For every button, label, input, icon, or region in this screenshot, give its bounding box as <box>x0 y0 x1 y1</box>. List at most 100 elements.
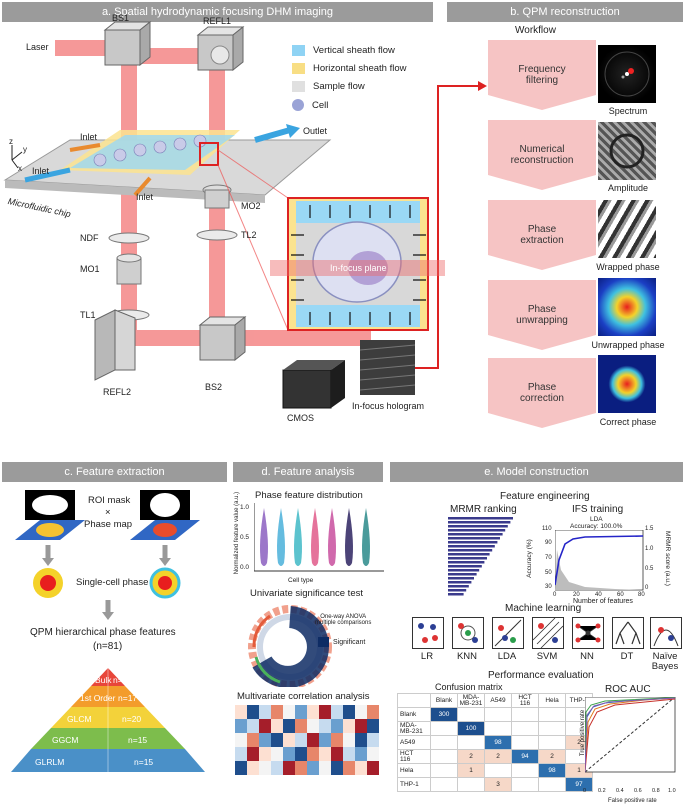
cm-cell <box>430 763 458 778</box>
violin-title: Phase feature distribution <box>255 490 363 501</box>
ifs-ylabel: Accuracy (%) <box>525 539 533 578</box>
heatmap-cell <box>307 719 319 733</box>
heatmap-cell <box>259 747 271 761</box>
cm-row-header: THP-1 <box>397 777 431 792</box>
violin-1 <box>260 508 268 566</box>
multivariate-title: Multivariate correlation analysis <box>237 691 370 702</box>
significant-legend: Significant <box>318 637 365 647</box>
legend-sample: Sample flow <box>292 81 365 92</box>
pyr-first-n: n=17 <box>118 693 138 703</box>
heatmap-cell <box>247 761 259 775</box>
cm-cell <box>511 735 539 750</box>
axis-x-label: x <box>18 164 22 173</box>
heatmap-cell <box>295 733 307 747</box>
model-knn: KNN <box>456 651 478 662</box>
cm-cell: 3 <box>484 777 512 792</box>
heatmap-cell <box>319 733 331 747</box>
ndf-label: NDF <box>80 233 99 243</box>
cm-corner <box>397 693 431 708</box>
panel-c-header: c. Feature extraction <box>2 462 227 482</box>
cm-cell <box>511 721 539 736</box>
ifs-title: IFS training <box>572 504 624 515</box>
violin-axes <box>254 503 384 572</box>
pyr-bulk-name: Bulk <box>95 675 112 685</box>
heatmap-cell <box>367 705 379 719</box>
cm-cell: 98 <box>538 763 566 778</box>
heatmap-cell <box>259 719 271 733</box>
heatmap-cell <box>283 719 295 733</box>
phase-map-label: Phase map <box>84 519 133 530</box>
ifs-ytick-30: 30 <box>545 584 552 590</box>
heatmap-cell <box>247 747 259 761</box>
axes-icon <box>11 145 23 169</box>
cm-cell: 97 <box>565 777 593 792</box>
ifs-ytick-110: 110 <box>542 526 552 532</box>
bs2-label: BS2 <box>205 382 223 392</box>
roc-chart <box>585 697 676 773</box>
outlet-label: Outlet <box>303 126 328 136</box>
cm-cell <box>538 721 566 736</box>
roc-title: ROC AUC <box>605 684 651 695</box>
pyr-ggcm-n: n=15 <box>128 735 148 745</box>
pyr-glcm-n: n=20 <box>122 714 142 724</box>
violin-xlabel: Cell type <box>288 577 314 584</box>
heatmap-cell <box>235 733 247 747</box>
ifs-xtick-0: 0 <box>553 592 557 598</box>
cmos-camera <box>282 360 345 409</box>
nn-icon <box>572 617 604 649</box>
heatmap-cell <box>343 719 355 733</box>
cm-cell <box>538 707 566 722</box>
lda-icon <box>492 617 524 649</box>
roi-mask-label: ROI mask <box>88 495 131 506</box>
violin-tick-0: 0.0 <box>240 564 250 571</box>
violin-5 <box>328 508 336 566</box>
step-frequency-filtering: Frequency filtering <box>488 40 596 110</box>
tl1-label: TL1 <box>80 310 96 320</box>
refl1-cube <box>196 25 245 72</box>
cm-cell <box>538 777 566 792</box>
mrmr-bar <box>448 561 485 564</box>
axis-z-label: z <box>9 137 13 146</box>
cm-col-header: Hela <box>538 693 566 708</box>
cm-header-row: Blank MDA- MB-231 A549 HCT 116 Hela THP-… <box>397 693 593 708</box>
heatmap-cell <box>259 761 271 775</box>
hier-count: (n=81) <box>93 641 123 652</box>
heatmap-cell <box>283 747 295 761</box>
mrmr-bar <box>448 529 506 532</box>
heatmap-cell <box>307 761 319 775</box>
wrapped-phase-label: Wrapped phase <box>596 262 660 272</box>
cm-cell <box>457 777 485 792</box>
cm-cell <box>430 777 458 792</box>
cm-cell <box>430 749 458 764</box>
heatmap-cell <box>295 747 307 761</box>
model-dt: DT <box>620 651 634 662</box>
mrmr-bar <box>448 593 464 596</box>
mo1 <box>116 253 142 285</box>
cm-cell <box>511 707 539 722</box>
univariate-title: Univariate significance test <box>250 588 363 599</box>
heatmap-cell <box>247 719 259 733</box>
mrmr-bars <box>448 517 513 596</box>
pyr-glrlm-name: GLRLM <box>35 757 65 767</box>
cm-cell: 2 <box>538 749 566 764</box>
heatmap-cell <box>343 705 355 719</box>
cm-col-header: Blank <box>430 693 458 708</box>
model-naive-bayes: Naïve Bayes <box>651 651 679 672</box>
inlet-top-label: Inlet <box>80 132 98 142</box>
mrmr-bar <box>448 569 480 572</box>
fe-title: Feature engineering <box>500 491 590 502</box>
cm-cell <box>484 707 512 722</box>
ndf-filter <box>108 232 150 244</box>
mrmr-bar <box>448 537 500 540</box>
heatmap-cell <box>367 733 379 747</box>
bs1-label: BS1 <box>112 13 130 23</box>
heatmap-cell <box>331 747 343 761</box>
roc-xtick-06: 0.6 <box>634 788 642 794</box>
cm-row-header: HCT 116 <box>397 749 431 764</box>
cell-icon <box>292 99 304 111</box>
cm-cell <box>511 777 539 792</box>
mrmr-bar <box>448 553 490 556</box>
heatmap-cell <box>319 719 331 733</box>
